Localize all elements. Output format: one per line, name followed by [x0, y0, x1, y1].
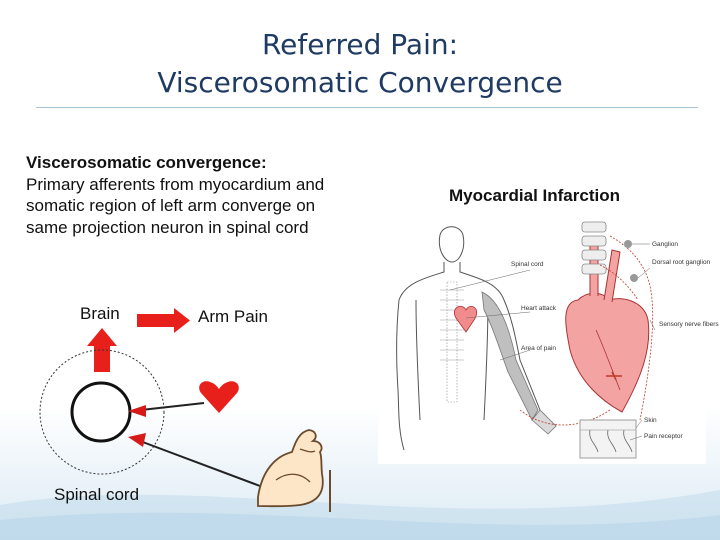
- title-divider: [36, 107, 698, 108]
- title-line-2: Viscerosomatic Convergence: [157, 66, 563, 99]
- body-heading: Viscerosomatic convergence:: [26, 153, 267, 172]
- illustration-caption: Myocardial Infarction: [449, 186, 620, 205]
- arm-pain-label: Arm Pain: [198, 307, 268, 326]
- body-text: Viscerosomatic convergence: Primary affe…: [26, 152, 346, 238]
- body-paragraph: Primary afferents from myocardium and so…: [26, 174, 325, 237]
- brain-label: Brain: [80, 304, 120, 323]
- slide-title: Referred Pain: Viscerosomatic Convergenc…: [60, 26, 660, 102]
- spinal-cord-label: Spinal cord: [54, 485, 140, 504]
- title-line-1: Referred Pain:: [261, 28, 459, 61]
